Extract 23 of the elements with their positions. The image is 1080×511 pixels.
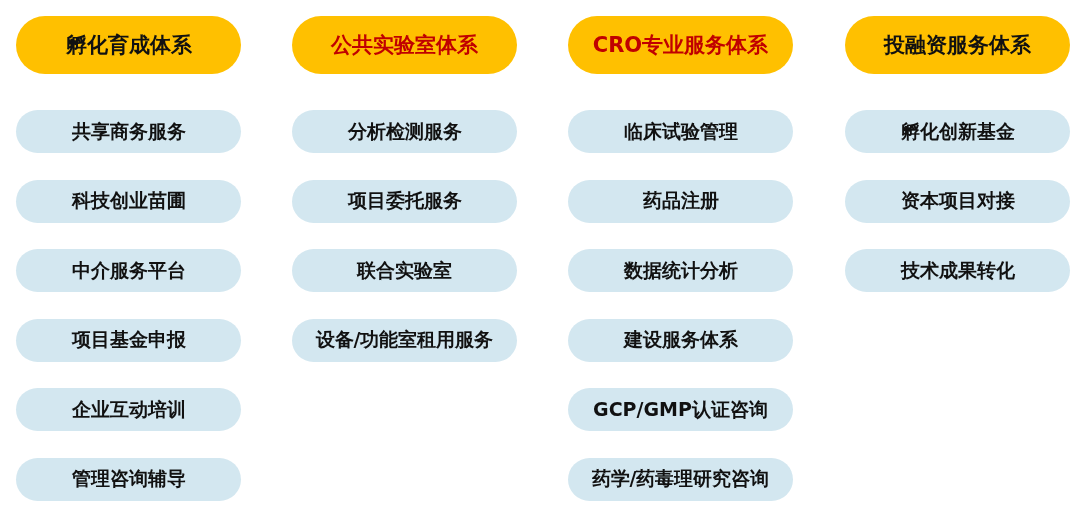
service-item-pill: GCP/GMP认证咨询 (568, 388, 793, 431)
service-item-pill: 资本项目对接 (845, 179, 1070, 223)
service-item-pill: 孵化创新基金 (845, 110, 1070, 153)
service-item-pill: 技术成果转化 (845, 249, 1070, 292)
service-item-pill: 建设服务体系 (568, 318, 793, 362)
service-item-pill: 数据统计分析 (568, 249, 793, 292)
category-header-pill: 公共实验室体系 (292, 16, 517, 74)
service-item-pill: 科技创业苗圃 (16, 179, 241, 223)
service-item-pill: 药品注册 (568, 179, 793, 223)
service-item-pill: 设备/功能室租用服务 (292, 318, 517, 362)
service-item-pill: 共享商务服务 (16, 110, 241, 153)
service-item-pill: 项目委托服务 (292, 179, 517, 223)
service-item-pill: 分析检测服务 (292, 110, 517, 153)
category-header-pill: 投融资服务体系 (845, 16, 1070, 74)
service-item-pill: 管理咨询辅导 (16, 457, 241, 501)
category-header-pill: CRO专业服务体系 (568, 16, 793, 74)
service-item-pill: 药学/药毒理研究咨询 (568, 457, 793, 501)
service-item-pill: 中介服务平台 (16, 249, 241, 292)
service-item-pill: 企业互动培训 (16, 388, 241, 431)
category-header-pill: 孵化育成体系 (16, 16, 241, 74)
service-item-pill: 临床试验管理 (568, 110, 793, 153)
service-item-pill: 项目基金申报 (16, 318, 241, 362)
service-item-pill: 联合实验室 (292, 249, 517, 292)
